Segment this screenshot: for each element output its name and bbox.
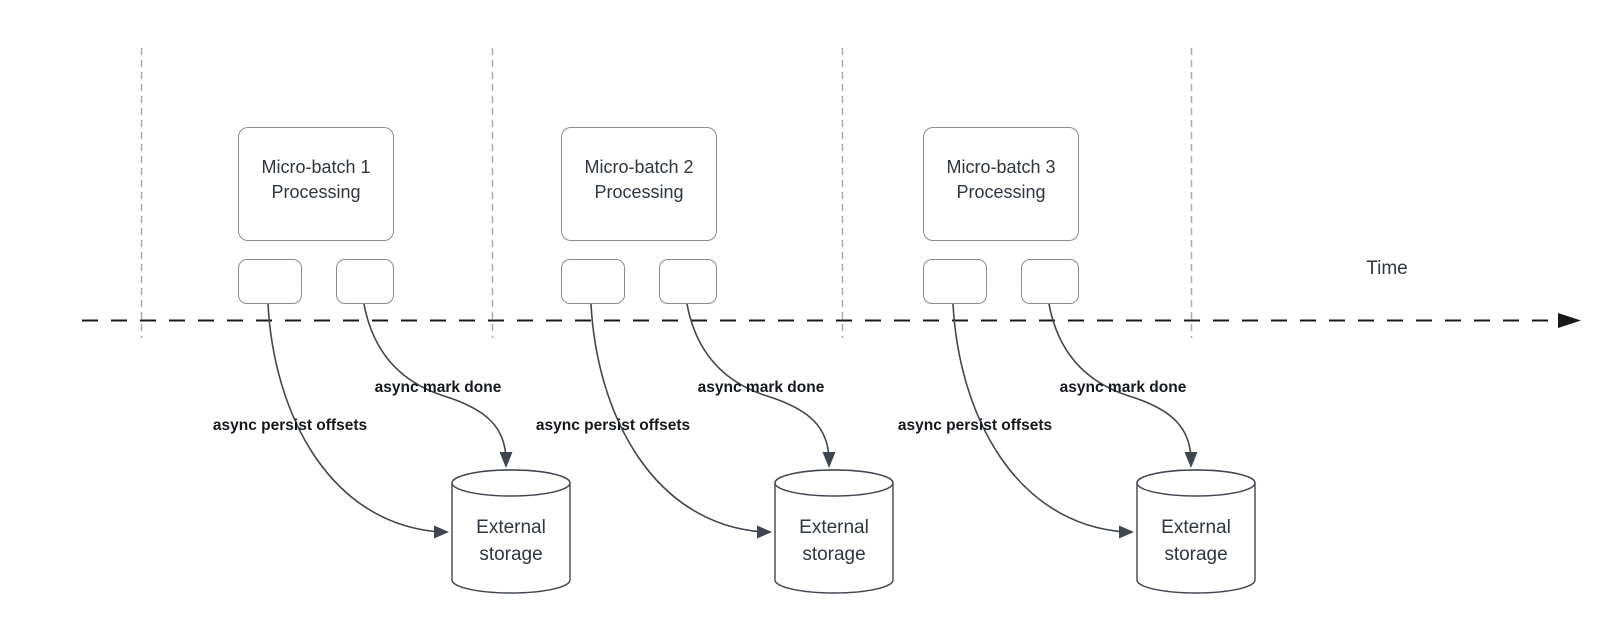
process-box-3: Micro-batch 3 Processing bbox=[923, 127, 1079, 241]
timeline-axis bbox=[82, 313, 1581, 328]
persist-offsets-arrow bbox=[267, 303, 441, 533]
external-storage-label: External storage bbox=[799, 517, 869, 565]
group-1-connectors bbox=[267, 303, 571, 594]
persist-arrowhead-icon bbox=[1119, 525, 1134, 539]
mark-done-arrowhead-icon bbox=[499, 452, 513, 468]
mark-done-arrow bbox=[363, 303, 507, 460]
phase-divider-lines bbox=[140, 48, 1193, 338]
persist-arrowhead-icon bbox=[757, 525, 772, 539]
mark-done-label: async mark done bbox=[374, 379, 502, 396]
persist-offsets-label: async persist offsets bbox=[897, 417, 1053, 434]
offset-task-box-2 bbox=[561, 259, 625, 304]
mark-done-arrow bbox=[686, 303, 830, 460]
mark-done-arrow bbox=[1048, 303, 1192, 460]
group-2-connectors bbox=[590, 303, 894, 594]
storage-cylinder-top bbox=[774, 469, 894, 497]
persist-arrowhead-icon bbox=[434, 525, 449, 539]
storage-cylinder-top bbox=[451, 469, 571, 497]
external-storage-label: External storage bbox=[476, 517, 546, 565]
persist-offsets-arrow bbox=[590, 303, 764, 533]
process-box-label: Micro-batch 2 Processing bbox=[584, 157, 694, 202]
done-task-box-2 bbox=[659, 259, 717, 304]
timeline-arrowhead-icon bbox=[1558, 313, 1581, 328]
mark-done-label: async mark done bbox=[1059, 379, 1187, 396]
done-task-box-1 bbox=[336, 259, 394, 304]
storage-cylinder-top bbox=[1136, 469, 1256, 497]
persist-offsets-label: async persist offsets bbox=[535, 417, 691, 434]
persist-offsets-arrow bbox=[952, 303, 1126, 533]
process-box-label: Micro-batch 3 Processing bbox=[946, 157, 1056, 202]
process-box-2: Micro-batch 2 Processing bbox=[561, 127, 717, 241]
mark-done-label: async mark done bbox=[697, 379, 825, 396]
process-box-label: Micro-batch 1 Processing bbox=[261, 157, 371, 202]
process-box-1: Micro-batch 1 Processing bbox=[238, 127, 394, 241]
mark-done-arrowhead-icon bbox=[822, 452, 836, 468]
group-3-connectors bbox=[952, 303, 1256, 594]
external-storage-label: External storage bbox=[1161, 517, 1231, 565]
done-task-box-3 bbox=[1021, 259, 1079, 304]
time-axis-label: Time bbox=[1366, 258, 1408, 279]
mark-done-arrowhead-icon bbox=[1184, 452, 1198, 468]
persist-offsets-label: async persist offsets bbox=[212, 417, 368, 434]
offset-task-box-1 bbox=[238, 259, 302, 304]
offset-task-box-3 bbox=[923, 259, 987, 304]
